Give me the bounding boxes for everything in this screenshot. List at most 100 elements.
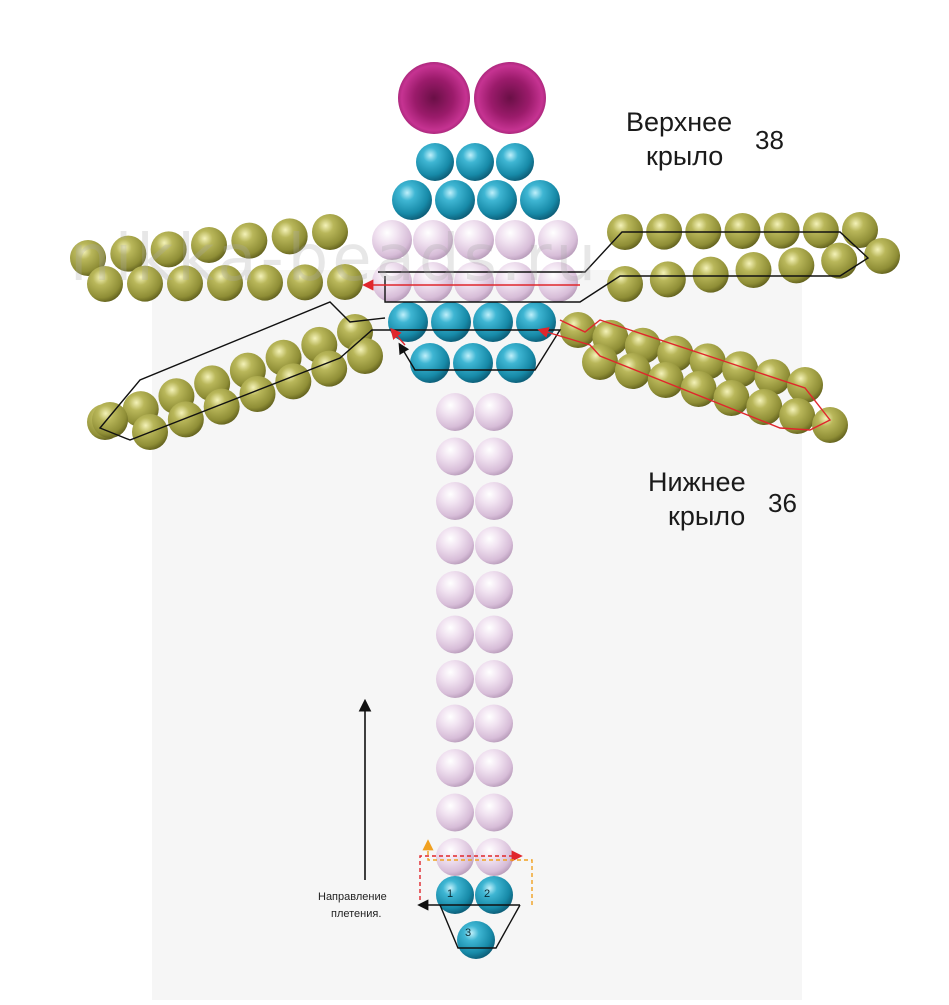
olive-bead <box>150 231 187 268</box>
teal-bead <box>496 143 534 181</box>
pink-bead <box>436 437 474 476</box>
olive-bead <box>607 266 643 302</box>
pink-bead <box>372 220 412 260</box>
olive-bead <box>582 344 618 380</box>
olive-bead <box>778 247 815 284</box>
pink-bead <box>436 526 474 565</box>
olive-bead <box>239 376 276 412</box>
teal-bead <box>477 180 517 220</box>
teal-bead <box>410 343 450 383</box>
olive-bead <box>724 213 761 249</box>
lower-wing-title-line1: Нижнее <box>648 467 746 497</box>
bead-number-1: 1 <box>447 888 453 900</box>
olive-bead <box>167 265 203 302</box>
upper-wing-title-line1: Верхнее <box>626 107 733 137</box>
thread-upper-left-wing <box>98 301 562 441</box>
olive-bead <box>735 252 772 288</box>
pink-bead <box>436 793 474 832</box>
teal-bead <box>416 143 454 181</box>
pink-bead <box>436 838 474 876</box>
pink-bead <box>436 749 474 787</box>
upper-wing-count: 38 <box>755 125 784 155</box>
olive-bead <box>680 371 717 407</box>
thread-tail-black-cone <box>439 904 521 949</box>
teal-bead <box>457 921 495 959</box>
olive-bead <box>347 338 383 374</box>
olive-bead <box>167 401 204 438</box>
teal-bead <box>456 143 494 181</box>
olive-bead <box>287 264 323 301</box>
pink-bead <box>475 660 513 698</box>
thread-paths <box>98 231 870 949</box>
olive-bead <box>231 222 268 259</box>
olive-bead <box>614 353 651 389</box>
olive-bead <box>779 398 816 434</box>
pink-bead <box>495 220 535 260</box>
pink-bead <box>475 793 513 832</box>
eye-bead <box>398 62 470 134</box>
beads-layer <box>70 62 900 959</box>
lower-wing-count: 36 <box>768 488 797 518</box>
olive-bead <box>560 312 596 348</box>
pink-bead <box>436 704 474 743</box>
pink-bead <box>475 393 513 431</box>
eye-bead <box>474 62 546 134</box>
teal-bead <box>475 876 513 914</box>
lower-wing-title-line2: крыло <box>668 501 746 531</box>
pink-bead <box>538 220 578 260</box>
olive-bead <box>312 214 348 250</box>
teal-bead <box>473 302 513 342</box>
pink-bead <box>475 526 513 565</box>
pink-bead <box>475 482 513 520</box>
teal-bead <box>516 302 556 342</box>
thread-red-lower-right-wing <box>537 319 832 431</box>
olive-bead <box>787 367 823 403</box>
bead-number-labels: 1 2 3 <box>447 888 490 939</box>
bead-number-3: 3 <box>465 927 471 939</box>
olive-bead <box>191 227 227 263</box>
olive-bead <box>864 238 900 274</box>
olive-bead <box>647 362 684 398</box>
pink-bead <box>475 749 513 787</box>
pink-bead <box>436 482 474 520</box>
teal-bead <box>392 180 432 220</box>
olive-bead <box>311 350 348 387</box>
olive-bead <box>70 240 106 276</box>
olive-bead <box>722 351 759 388</box>
pink-bead <box>475 615 513 654</box>
watermark: nikka-beads.ru <box>70 222 601 296</box>
thread-tail-orange <box>422 839 533 905</box>
olive-bead <box>127 265 163 302</box>
bead-number-2: 2 <box>484 888 490 900</box>
teal-bead <box>496 343 536 383</box>
teal-bead <box>453 343 493 383</box>
olive-bead <box>821 242 858 279</box>
teal-bead <box>388 302 428 342</box>
teal-bead <box>435 180 475 220</box>
pink-bead <box>475 437 513 476</box>
olive-bead <box>802 212 839 249</box>
olive-bead <box>87 266 123 302</box>
direction-label-line1: Направление <box>318 891 387 903</box>
olive-bead <box>692 256 729 293</box>
pink-bead <box>413 220 453 260</box>
olive-bead <box>649 261 686 298</box>
pink-bead <box>436 571 474 609</box>
olive-bead <box>327 264 363 300</box>
olive-bead <box>713 380 750 416</box>
olive-bead <box>203 388 240 425</box>
teal-bead <box>520 180 560 220</box>
olive-bead <box>763 212 800 249</box>
olive-bead <box>271 218 308 255</box>
olive-bead <box>746 389 783 425</box>
pink-bead <box>454 220 494 260</box>
olive-bead <box>247 264 283 301</box>
olive-bead <box>207 265 243 301</box>
pink-bead <box>436 393 474 431</box>
pink-bead <box>475 704 513 743</box>
pink-bead <box>436 660 474 698</box>
pink-bead <box>436 615 474 654</box>
pink-bead <box>475 838 513 876</box>
